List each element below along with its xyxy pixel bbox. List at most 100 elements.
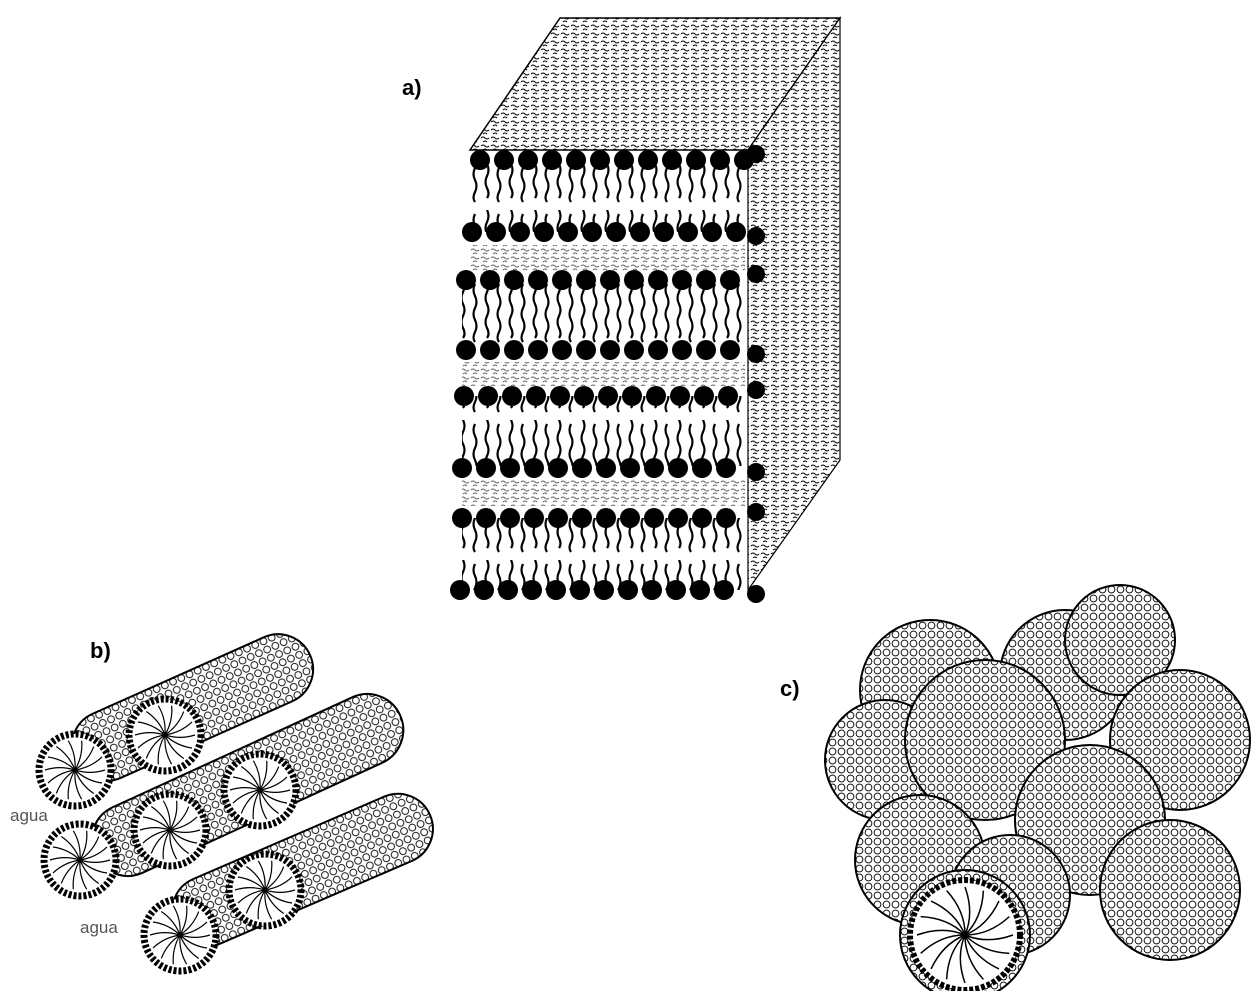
lipid-head	[662, 150, 682, 170]
lipid-head	[548, 458, 568, 478]
lipid-head	[572, 458, 592, 478]
cylinder-cross-section	[229, 854, 301, 926]
lipid-head	[504, 340, 524, 360]
lipid-head	[480, 270, 500, 290]
lipid-head	[686, 150, 706, 170]
lipid-head	[644, 458, 664, 478]
lipid-head	[494, 150, 514, 170]
lipid-head	[570, 580, 590, 600]
lipid-head	[566, 150, 586, 170]
water-gap-1	[470, 245, 745, 271]
lipid-head	[552, 270, 572, 290]
lipid-head	[596, 508, 616, 528]
lipid-head	[600, 270, 620, 290]
lipid-head	[542, 150, 562, 170]
lipid-head	[644, 508, 664, 528]
lipid-head	[576, 270, 596, 290]
lipid-head	[454, 386, 474, 406]
lipid-head	[638, 150, 658, 170]
lipid-head	[666, 580, 686, 600]
lipid-head	[630, 222, 650, 242]
cylinder-cross-section	[129, 699, 201, 771]
lipid-head	[747, 265, 765, 283]
lipid-head	[524, 508, 544, 528]
lipid-head	[672, 340, 692, 360]
lipid-head	[450, 580, 470, 600]
lipid-head	[558, 222, 578, 242]
lipid-head	[504, 270, 524, 290]
lipid-head	[574, 386, 594, 406]
hexagonal-phase-diagram	[39, 623, 444, 971]
lipid-head	[672, 270, 692, 290]
bilayer-front-3	[462, 396, 745, 466]
lipid-head	[552, 340, 572, 360]
lipid-head	[620, 508, 640, 528]
lipid-head	[726, 222, 746, 242]
lamellar-phase-diagram	[450, 18, 840, 603]
lipid-head	[498, 580, 518, 600]
lipid-head	[522, 580, 542, 600]
water-gap-2	[462, 362, 745, 386]
lipid-head	[548, 508, 568, 528]
cubic-micellar-phase-diagram	[825, 585, 1250, 991]
lipid-head	[678, 222, 698, 242]
lipid-head	[452, 508, 472, 528]
lipid-head	[476, 508, 496, 528]
lipid-head	[474, 580, 494, 600]
lipid-head	[696, 340, 716, 360]
water-gap-3	[462, 480, 745, 506]
lipid-head	[550, 386, 570, 406]
lipid-head	[747, 463, 765, 481]
lipid-head	[594, 580, 614, 600]
lipid-head	[654, 222, 674, 242]
lipid-head	[747, 227, 765, 245]
lipid-head	[714, 580, 734, 600]
lipid-head	[720, 270, 740, 290]
lipid-head	[452, 458, 472, 478]
lipid-head	[582, 222, 602, 242]
lipid-head	[716, 508, 736, 528]
lipid-head	[576, 340, 596, 360]
lipid-head	[718, 386, 738, 406]
lipid-head	[470, 150, 490, 170]
lipid-head	[486, 222, 506, 242]
lipid-head	[526, 386, 546, 406]
bilayer-front-2	[462, 280, 745, 350]
lipid-head	[646, 386, 666, 406]
cylinder-cross-section	[39, 734, 111, 806]
lipid-head	[624, 270, 644, 290]
lipid-head	[747, 381, 765, 399]
lipid-head	[478, 386, 498, 406]
cylinder-cross-section	[44, 824, 116, 896]
lipid-head	[456, 270, 476, 290]
micelle-cross-section	[910, 880, 1020, 990]
lipid-head	[618, 580, 638, 600]
lipid-head	[690, 580, 710, 600]
lipid-head	[462, 222, 482, 242]
lipid-head	[500, 508, 520, 528]
lipid-head	[747, 145, 765, 163]
cylinder-cross-section	[134, 794, 206, 866]
lipid-head	[720, 340, 740, 360]
lipid-head	[572, 508, 592, 528]
lipid-head	[642, 580, 662, 600]
lipid-head	[598, 386, 618, 406]
lipid-head	[524, 458, 544, 478]
lipid-head	[648, 340, 668, 360]
lipid-head	[546, 580, 566, 600]
lipid-head	[534, 222, 554, 242]
lipid-head	[747, 585, 765, 603]
lipid-head	[500, 458, 520, 478]
lipid-head	[622, 386, 642, 406]
lipid-head	[624, 340, 644, 360]
lipid-head	[518, 150, 538, 170]
lipid-head	[696, 270, 716, 290]
cylinder-cross-section	[144, 899, 216, 971]
lipid-head	[668, 508, 688, 528]
lipid-head	[702, 222, 722, 242]
lipid-head	[716, 458, 736, 478]
spherical-micelle	[1100, 820, 1240, 960]
lipid-head	[648, 270, 668, 290]
lipid-head	[590, 150, 610, 170]
